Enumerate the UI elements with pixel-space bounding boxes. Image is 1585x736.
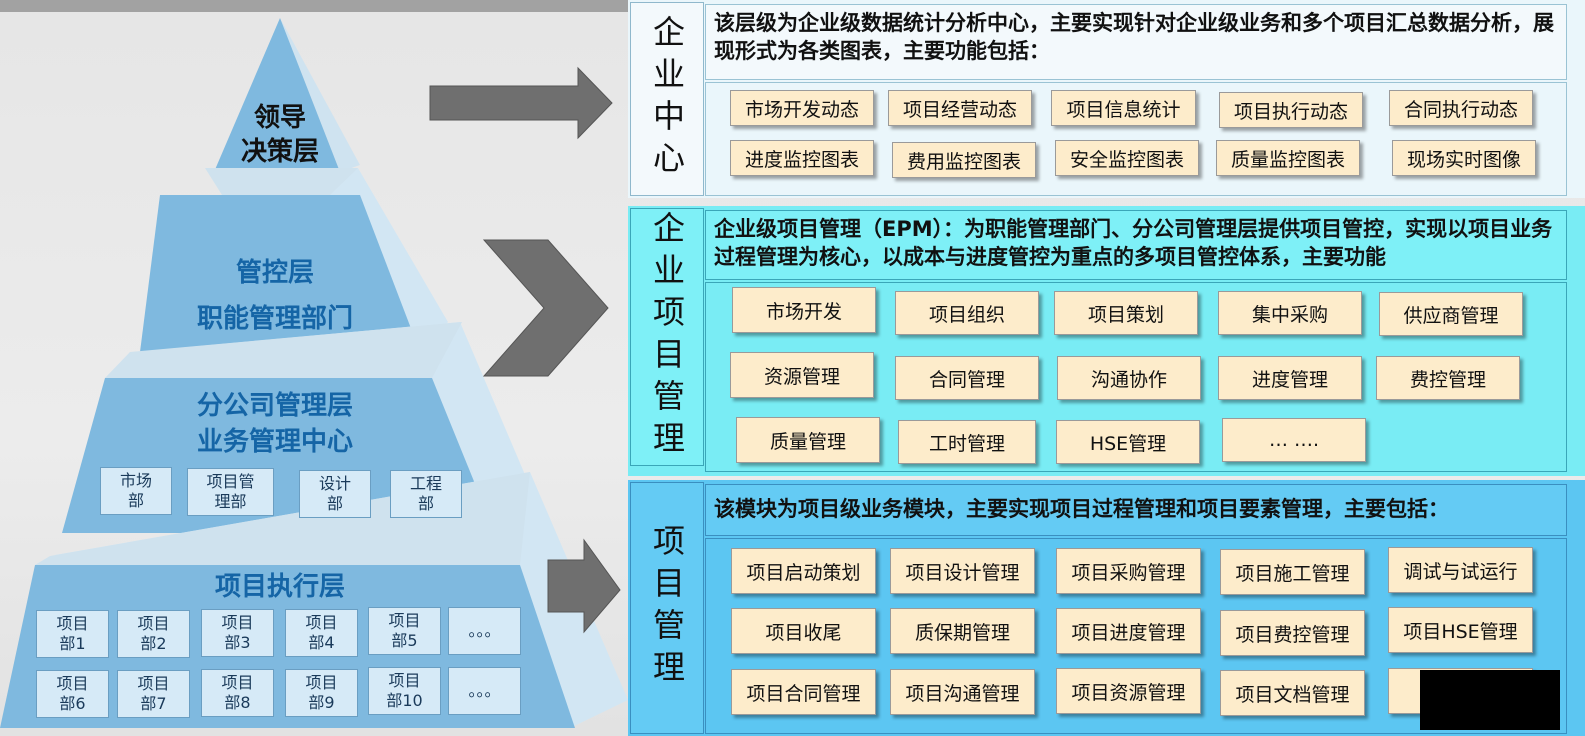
project-item: 项目施工管理 bbox=[1220, 549, 1365, 595]
enterprise-item: 项目执行动态 bbox=[1219, 92, 1363, 128]
pyramid-control-cap bbox=[205, 168, 358, 195]
epm-item: 费控管理 bbox=[1376, 356, 1520, 400]
pyramid-branch-label: 分公司管理层 业务管理中心 bbox=[150, 388, 400, 460]
pyramid-branch-line2: 业务管理中心 bbox=[196, 427, 353, 457]
pyramid-control-face bbox=[140, 195, 420, 352]
arrow-right-icon-1 bbox=[429, 66, 613, 140]
exec-unit: 项目 部6 bbox=[36, 670, 109, 718]
project-item: 项目设计管理 bbox=[890, 548, 1035, 594]
project-item: 项目文档管理 bbox=[1220, 670, 1365, 716]
enterprise-item: 项目经营动态 bbox=[888, 90, 1032, 126]
enterprise-center-description: 该层级为企业级数据统计分析中心，主要实现针对企业级业务和多个项目汇总数据分析，展… bbox=[705, 4, 1567, 80]
enterprise-item: 合同执行动态 bbox=[1389, 90, 1533, 126]
enterprise-item: 安全监控图表 bbox=[1055, 140, 1199, 176]
exec-unit: 项目 部1 bbox=[36, 610, 109, 658]
enterprise-item: 费用监控图表 bbox=[892, 142, 1036, 178]
pyramid-top-label: 领导 决策层 bbox=[215, 102, 345, 170]
exec-unit: 。。。 bbox=[448, 667, 521, 715]
exec-unit: 。。。 bbox=[448, 607, 521, 655]
epm-item: 项目组织 bbox=[895, 291, 1039, 335]
epm-item: 供应商管理 bbox=[1379, 292, 1523, 336]
project-item: 项目沟通管理 bbox=[890, 669, 1035, 715]
exec-unit: 项目 部8 bbox=[201, 669, 274, 717]
pyramid-top-side bbox=[280, 18, 360, 172]
project-label: 项目管理 bbox=[630, 482, 704, 734]
project-item: 调试与试运行 bbox=[1388, 547, 1533, 593]
project-item: 项目启动策划 bbox=[731, 548, 876, 594]
epm-label: 企业项目管理 bbox=[630, 208, 704, 466]
epm-item: 质量管理 bbox=[736, 417, 880, 463]
exec-unit: 项目 部4 bbox=[285, 609, 358, 657]
pyramid-top-line2: 决策层 bbox=[240, 136, 319, 167]
arrow-right-icon-2 bbox=[547, 538, 621, 634]
project-item: 项目收尾 bbox=[731, 608, 876, 654]
epm-item: 资源管理 bbox=[730, 352, 874, 398]
epm-item: 工时管理 bbox=[898, 420, 1036, 464]
enterprise-item: 进度监控图表 bbox=[730, 140, 874, 176]
project-description: 该模块为项目级业务模块，主要实现项目过程管理和项目要素管理，主要包括： bbox=[705, 484, 1567, 536]
enterprise-item: 市场开发动态 bbox=[730, 90, 874, 126]
pyramid-exec-label: 项目执行层 bbox=[214, 572, 345, 602]
pyramid-branch-cap bbox=[105, 322, 462, 378]
exec-unit: 项目 部3 bbox=[201, 609, 274, 657]
redaction-block bbox=[1420, 670, 1560, 730]
enterprise-item: 现场实时图像 bbox=[1392, 140, 1536, 176]
epm-item: HSE管理 bbox=[1056, 420, 1200, 464]
project-item: 项目进度管理 bbox=[1056, 608, 1201, 654]
exec-unit: 项目 部7 bbox=[117, 670, 190, 718]
branch-unit: 市场 部 bbox=[100, 467, 172, 515]
epm-item: … …. bbox=[1222, 418, 1366, 462]
enterprise-item: 项目信息统计 bbox=[1051, 90, 1196, 126]
exec-unit: 项目 部5 bbox=[368, 607, 441, 655]
branch-unit: 项目管 理部 bbox=[187, 468, 274, 516]
project-item: 项目采购管理 bbox=[1056, 548, 1201, 594]
pyramid-top-face bbox=[214, 18, 340, 172]
exec-unit: 项目 部9 bbox=[285, 669, 358, 717]
pyramid-control-line2: 职能管理部门 bbox=[196, 304, 353, 334]
pyramid-top-line1: 领导 bbox=[253, 103, 306, 133]
enterprise-center-label: 企业中心 bbox=[630, 2, 704, 196]
enterprise-item: 质量监控图表 bbox=[1216, 140, 1360, 176]
chevron-right-icon bbox=[482, 239, 609, 377]
pyramid-branch-line1: 分公司管理层 bbox=[196, 391, 353, 421]
project-item: 项目费控管理 bbox=[1220, 610, 1365, 656]
epm-item: 市场开发 bbox=[732, 287, 876, 333]
epm-item: 合同管理 bbox=[895, 356, 1039, 400]
project-item: 质保期管理 bbox=[890, 608, 1035, 654]
epm-item: 进度管理 bbox=[1218, 356, 1362, 400]
branch-unit: 设计 部 bbox=[299, 470, 371, 518]
exec-unit: 项目 部2 bbox=[117, 610, 190, 658]
project-item: 项目合同管理 bbox=[731, 669, 876, 715]
epm-item: 沟通协作 bbox=[1057, 356, 1201, 400]
branch-unit: 工程 部 bbox=[390, 470, 462, 518]
epm-item: 集中采购 bbox=[1218, 291, 1362, 335]
project-item: 项目HSE管理 bbox=[1388, 607, 1533, 653]
pyramid-control-label: 管控层 职能管理部门 bbox=[150, 250, 400, 342]
pyramid-control-line1: 管控层 bbox=[235, 258, 314, 288]
exec-unit: 项目 部10 bbox=[368, 667, 441, 715]
project-item: 项目资源管理 bbox=[1056, 668, 1201, 714]
epm-item: 项目策划 bbox=[1054, 291, 1198, 335]
epm-description: 企业级项目管理（EPM）：为职能管理部门、分公司管理层提供项目管控，实现以项目业… bbox=[705, 210, 1567, 280]
